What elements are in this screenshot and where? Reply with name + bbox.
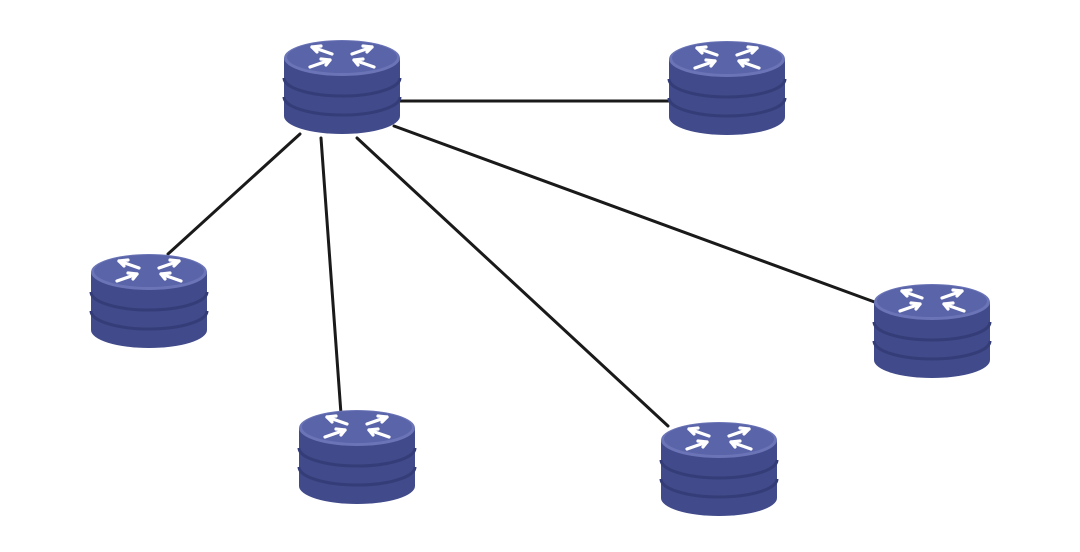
router-bottom-left <box>297 408 417 506</box>
router-top-right <box>667 39 787 137</box>
router-left <box>89 252 209 350</box>
router-bottom-right <box>659 420 779 518</box>
router-icon <box>297 408 417 506</box>
router-right <box>872 282 992 380</box>
links-layer <box>166 99 882 428</box>
router-icon <box>89 252 209 350</box>
router-icon <box>659 420 779 518</box>
router-icon <box>282 38 402 136</box>
router-icon <box>872 282 992 380</box>
link-router-hub-to-router-right <box>392 124 882 306</box>
router-icon <box>667 39 787 137</box>
link-router-hub-to-router-bottom-right <box>355 136 670 428</box>
link-router-hub-to-router-left <box>166 132 302 256</box>
router-hub <box>282 38 402 136</box>
link-router-hub-to-router-bottom-left <box>319 136 343 416</box>
devices-layer <box>89 38 992 518</box>
